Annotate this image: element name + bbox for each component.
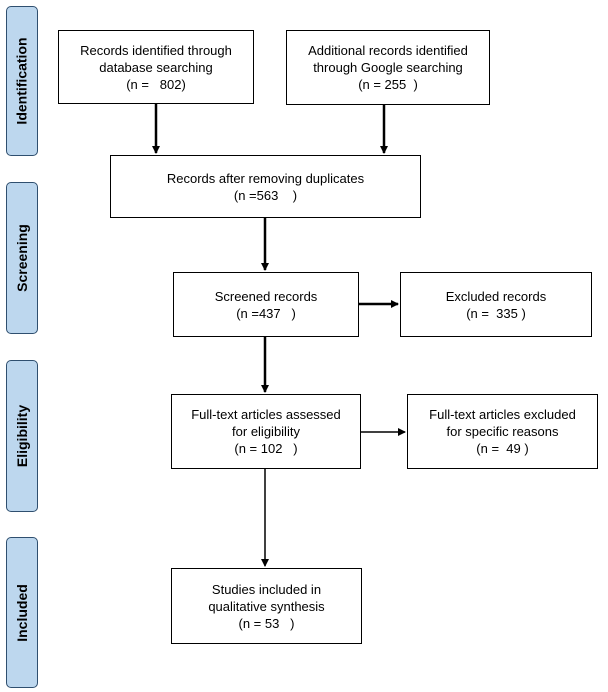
- box-included-studies-line2: qualitative synthesis: [208, 598, 325, 614]
- phase-included: Included: [6, 537, 38, 688]
- box-fulltext-assessed: Full-text articles assessed for eligibil…: [171, 394, 361, 469]
- box-screened-records-label: Screened records: [214, 288, 318, 304]
- box-after-duplicates-count: (n =563 ): [233, 187, 298, 203]
- box-excluded-records-count: (n = 335 ): [466, 305, 526, 321]
- box-google-records-line2: through Google searching: [313, 60, 463, 75]
- box-google-records: Additional records identified through Go…: [286, 30, 490, 105]
- box-fulltext-assessed-line1: Full-text articles assessed: [191, 407, 341, 422]
- phase-screening: Screening: [6, 182, 38, 334]
- box-database-records: Records identified through database sear…: [58, 30, 254, 104]
- box-fulltext-assessed-count: (n = 102 ): [234, 441, 298, 456]
- box-excluded-records-label: Excluded records: [445, 288, 547, 304]
- box-included-studies-count: (n = 53 ): [238, 615, 295, 631]
- box-fulltext-excluded: Full-text articles excluded for specific…: [407, 394, 598, 469]
- box-after-duplicates-label: Records after removing duplicates: [166, 170, 365, 186]
- phase-identification: Identification: [6, 6, 38, 156]
- box-fulltext-excluded-count: (n = 49 ): [476, 441, 529, 456]
- box-fulltext-excluded-line2: for specific reasons: [446, 424, 559, 439]
- box-excluded-records: Excluded records (n = 335 ): [400, 272, 592, 337]
- box-google-records-count: (n = 255 ): [358, 77, 418, 92]
- box-google-records-line1: Additional records identified: [308, 43, 468, 58]
- box-fulltext-assessed-line2: for eligibility: [232, 424, 300, 439]
- box-screened-records-count: (n =437 ): [236, 305, 296, 321]
- box-fulltext-excluded-line1: Full-text articles excluded: [429, 407, 576, 422]
- box-database-records-line2: database searching: [99, 59, 213, 75]
- box-after-duplicates: Records after removing duplicates (n =56…: [110, 155, 421, 218]
- box-database-records-line1: Records identified through: [80, 42, 232, 58]
- phase-eligibility: Eligibility: [6, 360, 38, 512]
- box-database-records-count: (n = 802): [126, 76, 186, 92]
- box-screened-records: Screened records (n =437 ): [173, 272, 359, 337]
- box-included-studies-line1: Studies included in: [211, 581, 322, 597]
- box-included-studies: Studies included in qualitative synthesi…: [171, 568, 362, 644]
